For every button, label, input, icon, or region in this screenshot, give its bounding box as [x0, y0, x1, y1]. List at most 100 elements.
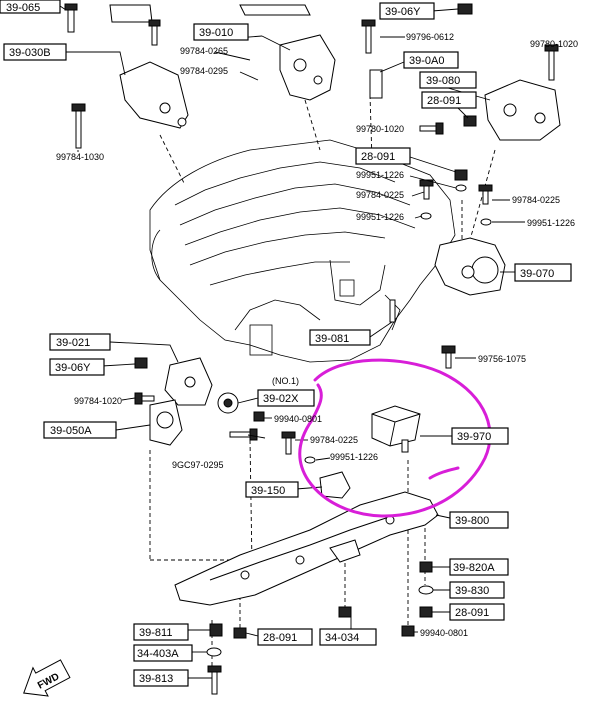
label-39-811: 39-811 — [133, 623, 189, 641]
pn-99784-1030: 99784-1030 — [56, 152, 104, 162]
left-mount-bracket — [164, 357, 213, 406]
pn-99951-1226-c: 99951-1226 — [527, 218, 575, 228]
label-39-070: 39-070 — [514, 263, 572, 282]
right-upper-bracket — [369, 69, 383, 99]
svg-text:34-403A: 34-403A — [137, 648, 179, 660]
pn-99756-1075: 99756-1075 — [478, 354, 526, 364]
right-engine-mount — [434, 237, 506, 296]
right-top-mount — [484, 79, 561, 141]
nut-034 — [338, 606, 352, 618]
svg-text:28-091: 28-091 — [263, 632, 297, 644]
svg-text:39-080: 39-080 — [426, 75, 460, 87]
label-28-091-bottom: 28-091 — [257, 628, 313, 646]
svg-text:34-034: 34-034 — [325, 632, 359, 644]
svg-text:39-081: 39-081 — [315, 333, 349, 345]
bolt-0225-c — [281, 431, 316, 464]
pn-99951-1226-a: 99951-1226 — [356, 170, 404, 180]
label-34-403A: 34-403A — [133, 644, 193, 662]
label-28-091-lowright: 28-091 — [449, 603, 505, 621]
pn-99940-0801-a: 99940-0801 — [274, 414, 322, 424]
pn-99784-0225-b: 99784-0225 — [512, 195, 560, 205]
washer-830 — [418, 585, 434, 595]
label-28-091-mid: 28-091 — [355, 147, 411, 165]
crossmember-39-800 — [174, 491, 439, 606]
part-39-970[interactable] — [371, 405, 421, 453]
bolt-0612 — [361, 19, 376, 54]
mount-050A — [149, 399, 183, 446]
washer-403A — [206, 647, 222, 657]
label-39-030B: 39-030B — [3, 43, 67, 61]
fwd-arrow-icon: FWD — [23, 659, 71, 697]
label-39-06Y-top: 39-06Y — [379, 2, 435, 20]
bolt-0225-b — [478, 184, 493, 226]
label-39-813: 39-813 — [133, 669, 189, 687]
nut-820A — [419, 561, 433, 573]
svg-text:39-06Y: 39-06Y — [385, 6, 421, 18]
top-left-mount-block — [109, 4, 153, 23]
svg-text:39-820A: 39-820A — [453, 562, 495, 574]
label-28-091-top: 28-091 — [421, 91, 477, 109]
pn-99780-1020-top: 99780-1020 — [530, 39, 578, 49]
svg-text:39-0A0: 39-0A0 — [409, 55, 444, 67]
pn-99796-0612: 99796-0612 — [406, 32, 454, 42]
upper-center-bar — [239, 4, 311, 16]
label-39-800: 39-800 — [449, 511, 509, 529]
pn-99780-1020-mid: 99780-1020 — [356, 124, 404, 134]
svg-text:39-800: 39-800 — [455, 515, 489, 527]
pn-99951-1226-d: 99951-1226 — [330, 452, 378, 462]
svg-text:39-010: 39-010 — [199, 27, 233, 39]
label-39-820A: 39-820A — [449, 558, 509, 576]
svg-text:39-06Y: 39-06Y — [55, 362, 91, 374]
bolt-65 — [64, 3, 78, 33]
label-39-0A0: 39-0A0 — [403, 51, 459, 69]
svg-text:39-830: 39-830 — [455, 585, 489, 597]
engine-block-outline — [149, 139, 456, 363]
svg-text:(NO.1): (NO.1) — [272, 376, 299, 386]
svg-text:39-02X: 39-02X — [263, 393, 299, 405]
bolt-1075 — [441, 345, 456, 369]
pn-99940-0801-b: 99940-0801 — [420, 628, 468, 638]
mount-39-150 — [319, 471, 351, 499]
leader-lines — [59, 5, 525, 679]
label-39-150: 39-150 — [245, 481, 299, 498]
label-39-081: 39-081 — [309, 329, 371, 346]
bolt-1020-mid — [419, 122, 444, 135]
bolt-1030 — [71, 103, 86, 149]
svg-text:28-091: 28-091 — [427, 95, 461, 107]
nut-28091-lowright — [419, 606, 433, 618]
svg-text:39-811: 39-811 — [139, 627, 172, 639]
label-39-010: 39-010 — [193, 23, 249, 41]
svg-text:28-091: 28-091 — [361, 151, 395, 163]
label-39-050A: 39-050A — [43, 421, 117, 439]
pulley-no1 — [217, 392, 239, 414]
bolt-081 — [389, 299, 396, 323]
nut-06Y-left — [134, 357, 148, 369]
svg-text:39-150: 39-150 — [251, 485, 285, 497]
pn-99784-0265: 99784-0265 — [180, 46, 228, 56]
part-numbers: 99784-0265 99796-0612 99780-1020 99784-0… — [56, 32, 578, 638]
pn-99951-1226-b: 99951-1226 — [356, 212, 404, 222]
nut-28091-bottom — [233, 627, 247, 639]
svg-text:39-813: 39-813 — [139, 673, 173, 685]
label-39-830: 39-830 — [449, 581, 505, 599]
pn-99784-0225-c: 99784-0225 — [310, 435, 358, 445]
label-39-06Y-left: 39-06Y — [49, 358, 105, 376]
svg-text:39-970: 39-970 — [457, 431, 491, 443]
svg-text:39-021: 39-021 — [56, 337, 90, 349]
svg-text:28-091: 28-091 — [455, 607, 489, 619]
bolt-0295 — [229, 428, 258, 441]
nut-0801-b — [401, 625, 415, 637]
nut-0801-a — [253, 411, 265, 422]
nut-top-center — [457, 3, 473, 15]
svg-text:39-050A: 39-050A — [50, 425, 92, 437]
label-39-970[interactable]: 39-970 — [451, 427, 509, 445]
bolt-1020-left — [134, 392, 155, 405]
bolt-813 — [207, 665, 222, 695]
label-39-080: 39-080 — [419, 71, 477, 89]
bolt-0225-a — [419, 179, 434, 220]
label-39-021: 39-021 — [49, 333, 111, 351]
pn-99784-1020: 99784-1020 — [74, 396, 122, 406]
label-39-065: 39-065 — [0, 0, 61, 14]
svg-text:39-065: 39-065 — [6, 2, 40, 14]
